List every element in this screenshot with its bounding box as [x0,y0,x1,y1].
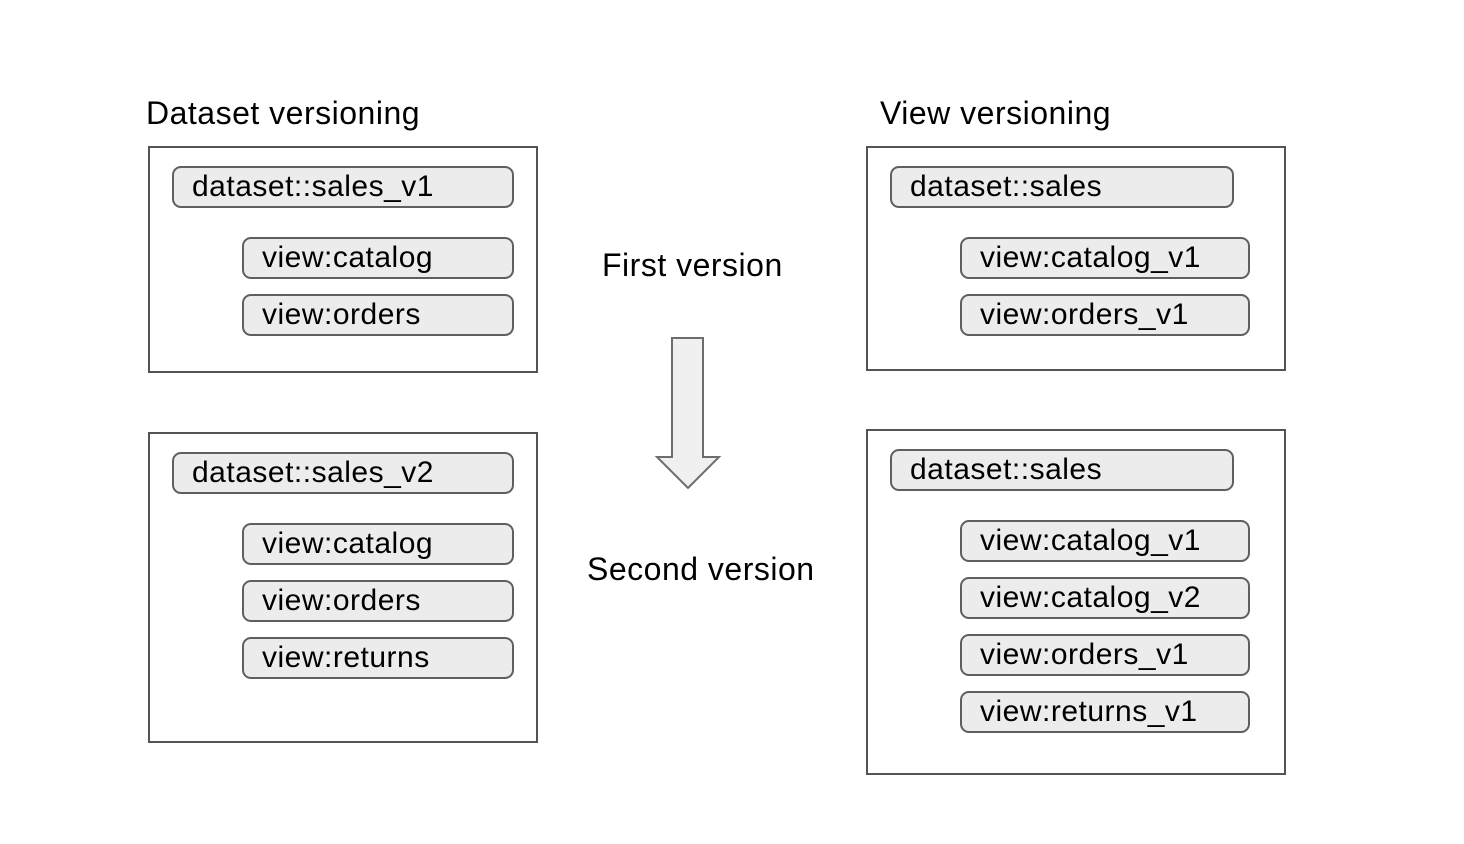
view-pill: view:catalog [242,237,514,279]
view-versioning-title: View versioning [880,95,1112,131]
dataset-pill: dataset::sales_v1 [172,166,514,208]
view-pill: view:orders_v1 [960,634,1250,676]
first-version-label: First version [602,247,783,283]
view-pill: view:orders_v1 [960,294,1250,336]
view-pill: view:orders [242,294,514,336]
dataset-versioning-first-version-box: dataset::sales_v1 view:catalog view:orde… [148,146,538,373]
dataset-pill: dataset::sales [890,449,1234,491]
view-pill: view:catalog_v1 [960,520,1250,562]
second-version-label: Second version [587,551,815,587]
view-pill: view:catalog_v2 [960,577,1250,619]
view-pill: view:returns_v1 [960,691,1250,733]
dataset-pill: dataset::sales [890,166,1234,208]
view-pill: view:catalog [242,523,514,565]
view-pill: view:orders [242,580,514,622]
down-arrow-icon [650,330,730,498]
view-pill: view:catalog_v1 [960,237,1250,279]
dataset-versioning-second-version-box: dataset::sales_v2 view:catalog view:orde… [148,432,538,743]
view-versioning-second-version-box: dataset::sales view:catalog_v1 view:cata… [866,429,1286,775]
view-versioning-first-version-box: dataset::sales view:catalog_v1 view:orde… [866,146,1286,371]
view-pill: view:returns [242,637,514,679]
dataset-pill: dataset::sales_v2 [172,452,514,494]
dataset-versioning-title: Dataset versioning [146,95,421,131]
